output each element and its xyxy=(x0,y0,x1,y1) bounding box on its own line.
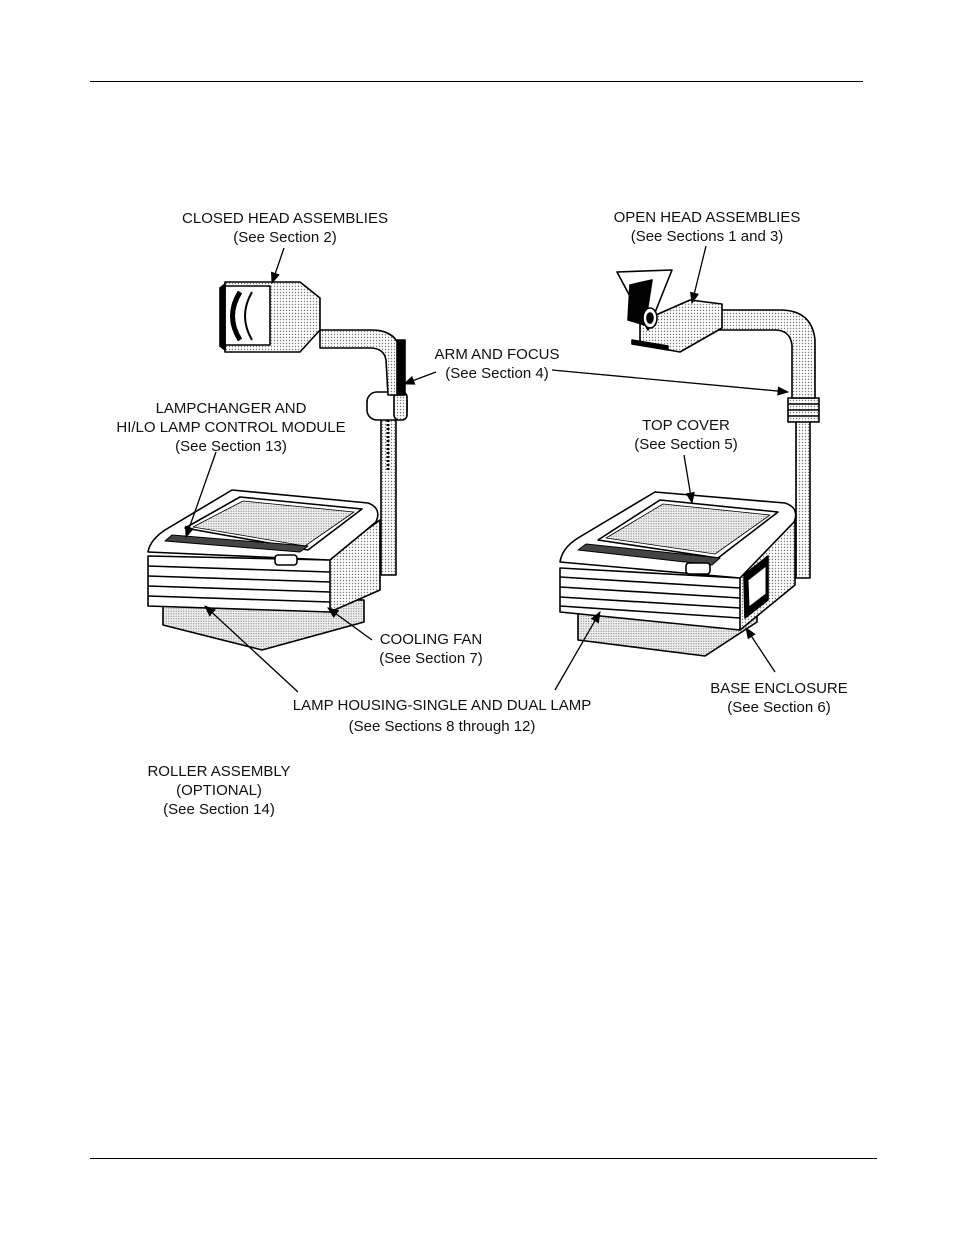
cooling-fan-ref: (See Section 7) xyxy=(379,650,483,667)
left-lamp-housing xyxy=(147,555,331,613)
label-lampchanger: LAMPCHANGER AND HI/LO LAMP CONTROL MODUL… xyxy=(116,399,345,456)
closed-head-ref: (See Section 2) xyxy=(233,229,337,246)
open-head-ref: (See Sections 1 and 3) xyxy=(630,228,784,245)
lamp-housing-ref: (See Sections 8 through 12) xyxy=(348,718,536,735)
arrow-lamp-housing-left xyxy=(204,605,299,693)
label-top-cover: TOP COVER (See Section 5) xyxy=(634,416,737,454)
arrow-cooling-fan xyxy=(327,607,373,641)
footer-rule xyxy=(90,1158,877,1159)
roller-assembly-ref: (See Section 14) xyxy=(163,801,275,818)
leader-lines xyxy=(185,245,790,693)
label-base-enclosure: BASE ENCLOSURE (See Section 6) xyxy=(710,679,848,717)
roller-assembly-line2: (OPTIONAL) xyxy=(176,782,262,799)
arrow-closed-head xyxy=(270,247,285,285)
right-arm xyxy=(714,309,816,399)
header-rule xyxy=(90,81,863,82)
arm-focus-ref: (See Section 4) xyxy=(445,365,549,382)
left-arm xyxy=(319,329,405,396)
arrow-open-head xyxy=(689,245,707,305)
arrow-top-cover xyxy=(683,454,695,505)
closed-head-projector xyxy=(147,281,408,651)
arm-focus-title: ARM AND FOCUS xyxy=(434,346,560,363)
closed-head-title: CLOSED HEAD ASSEMBLIES xyxy=(182,210,388,227)
roller-assembly-line1: ROLLER ASSEMBLY xyxy=(147,763,291,780)
arrow-lampchanger xyxy=(185,451,217,539)
label-cooling-fan: COOLING FAN (See Section 7) xyxy=(379,630,482,668)
base-enclosure-title: BASE ENCLOSURE xyxy=(710,680,848,697)
lampchanger-line2: HI/LO LAMP CONTROL MODULE xyxy=(116,419,346,436)
arrow-arm-right xyxy=(551,369,790,396)
label-lamp-housing: LAMP HOUSING-SINGLE AND DUAL LAMP (See S… xyxy=(293,696,591,736)
top-cover-title: TOP COVER xyxy=(642,417,730,434)
lampchanger-line1: LAMPCHANGER AND xyxy=(155,400,307,417)
arrow-arm-left xyxy=(402,371,437,385)
label-closed-head: CLOSED HEAD ASSEMBLIES (See Section 2) xyxy=(182,209,388,247)
label-open-head: OPEN HEAD ASSEMBLIES (See Sections 1 and… xyxy=(614,208,801,246)
left-lampchanger-module xyxy=(164,534,309,553)
arrow-base-enclosure xyxy=(745,627,776,673)
lamp-housing-title: LAMP HOUSING-SINGLE AND DUAL LAMP xyxy=(292,697,592,714)
label-arm-focus: ARM AND FOCUS (See Section 4) xyxy=(434,345,559,383)
open-head-title: OPEN HEAD ASSEMBLIES xyxy=(613,209,801,226)
base-enclosure-ref: (See Section 6) xyxy=(727,699,831,716)
open-head-projector xyxy=(559,269,820,657)
label-roller-assembly: ROLLER ASSEMBLY (OPTIONAL) (See Section … xyxy=(147,762,290,819)
top-cover-ref: (See Section 5) xyxy=(634,436,738,453)
arrow-lamp-housing-right xyxy=(554,610,601,691)
lampchanger-ref: (See Section 13) xyxy=(175,438,287,455)
cooling-fan-title: COOLING FAN xyxy=(379,631,483,648)
